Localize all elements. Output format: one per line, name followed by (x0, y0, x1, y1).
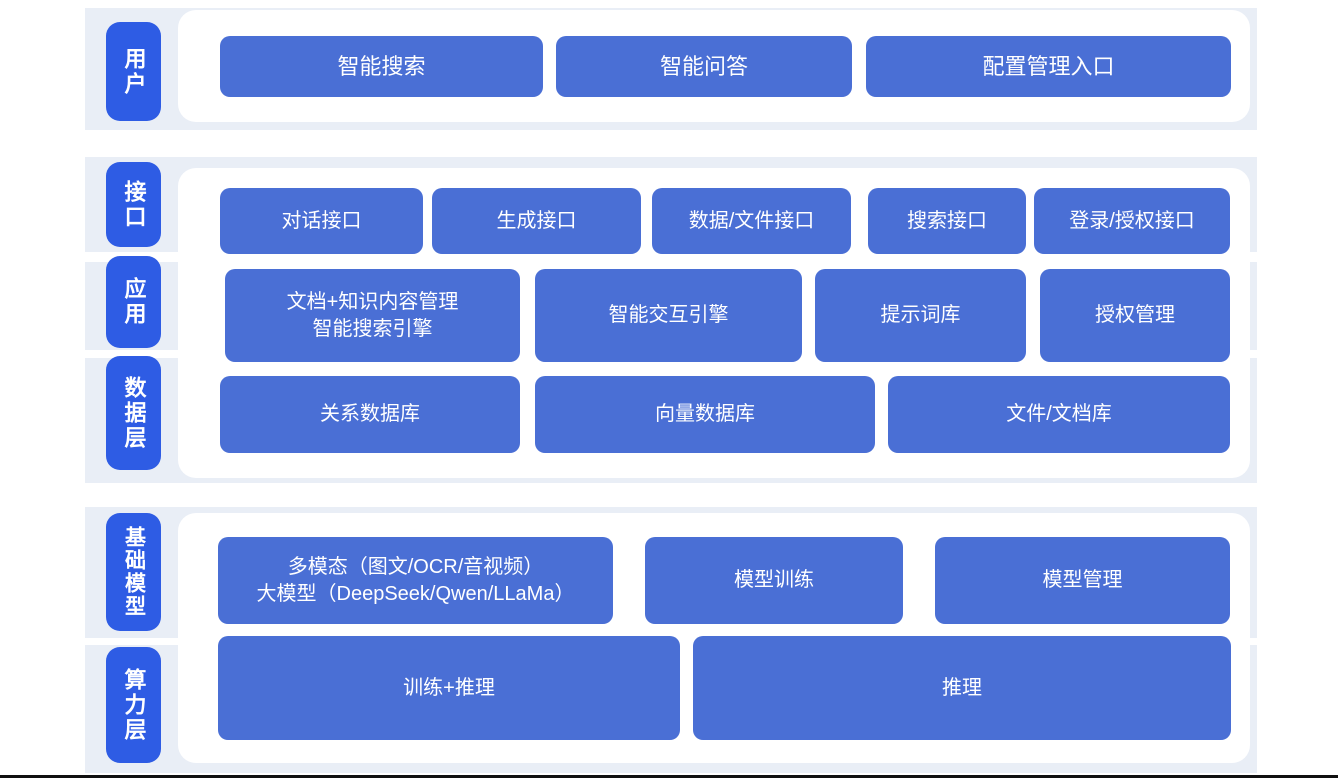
layer-label-interface: 接口 (106, 162, 161, 247)
node-data-file-api: 数据/文件接口 (652, 188, 851, 254)
node-generation-api: 生成接口 (432, 188, 641, 254)
node-training-inference: 训练+推理 (218, 636, 680, 740)
node-inference: 推理 (693, 636, 1231, 740)
node-smart-search: 智能搜索 (220, 36, 543, 97)
layer-label-data-layer: 数据层 (106, 356, 161, 470)
node-relational-db: 关系数据库 (220, 376, 520, 453)
layer-label-compute-layer: 算力层 (106, 647, 161, 763)
node-vector-db: 向量数据库 (535, 376, 875, 453)
node-interaction-engine: 智能交互引擎 (535, 269, 802, 362)
node-model-management: 模型管理 (935, 537, 1230, 624)
node-doc-knowledge-search-engine: 文档+知识内容管理 智能搜索引擎 (225, 269, 520, 362)
bottom-divider-line (0, 775, 1338, 778)
node-multimodal-llm: 多模态（图文/OCR/音视频） 大模型（DeepSeek/Qwen/LLaMa） (218, 537, 613, 624)
node-authorization-management: 授权管理 (1040, 269, 1230, 362)
layer-label-user: 用户 (106, 22, 161, 121)
node-prompt-library: 提示词库 (815, 269, 1026, 362)
node-file-doc-store: 文件/文档库 (888, 376, 1230, 453)
node-search-api: 搜索接口 (868, 188, 1026, 254)
layer-label-application: 应用 (106, 256, 161, 348)
node-smart-qa: 智能问答 (556, 36, 852, 97)
layer-label-foundation-model: 基础模型 (106, 513, 161, 631)
node-login-auth-api: 登录/授权接口 (1034, 188, 1230, 254)
node-dialog-api: 对话接口 (220, 188, 423, 254)
node-config-management-entry: 配置管理入口 (866, 36, 1231, 97)
node-model-training: 模型训练 (645, 537, 903, 624)
